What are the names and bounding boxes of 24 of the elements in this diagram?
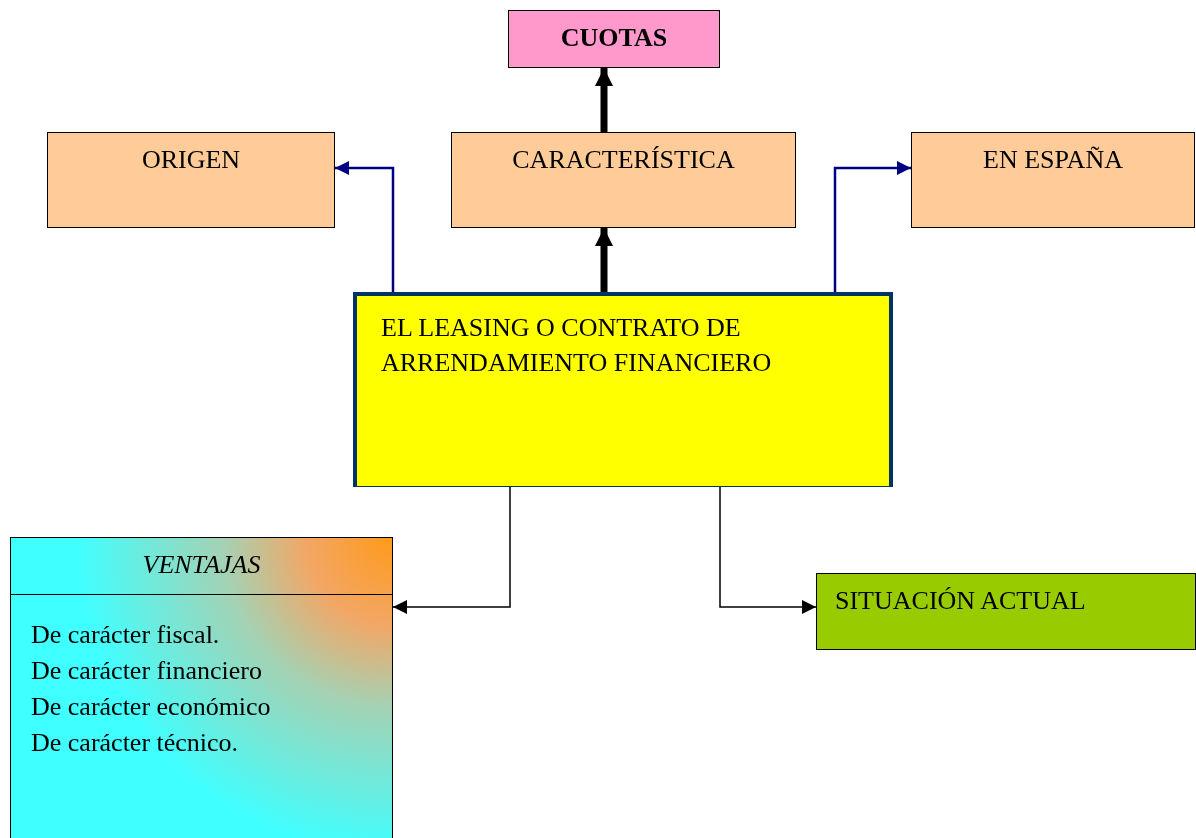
box-label: ORIGEN [140,144,242,176]
process-box [47,132,335,228]
arrow [833,161,911,292]
process-box [911,132,1195,228]
main-topic-box [353,292,893,487]
list-item: De carácter financiero [31,655,263,687]
list-item: De carácter económico [31,691,272,723]
arrow [335,161,395,292]
arrow [392,486,511,614]
process-box [451,132,796,228]
process-box [816,573,1196,650]
arrow [719,486,817,614]
box-label: CUOTAS [559,22,669,54]
card-heading: VENTAJAS [11,538,392,595]
list-item: De carácter fiscal. [31,619,221,651]
box-label: EN ESPAÑA [982,144,1124,176]
box-label: SITUACIÓN ACTUAL [835,585,1087,617]
process-box [508,10,720,68]
arrow [595,228,613,292]
box-label: CARACTERÍSTICA [511,144,736,176]
advantages-card [10,537,393,838]
box-label: EL LEASING O CONTRATO DE ARRENDAMIENTO FINANCIERO [381,312,773,380]
arrow [595,68,613,132]
list-item: De carácter técnico. [31,727,240,759]
